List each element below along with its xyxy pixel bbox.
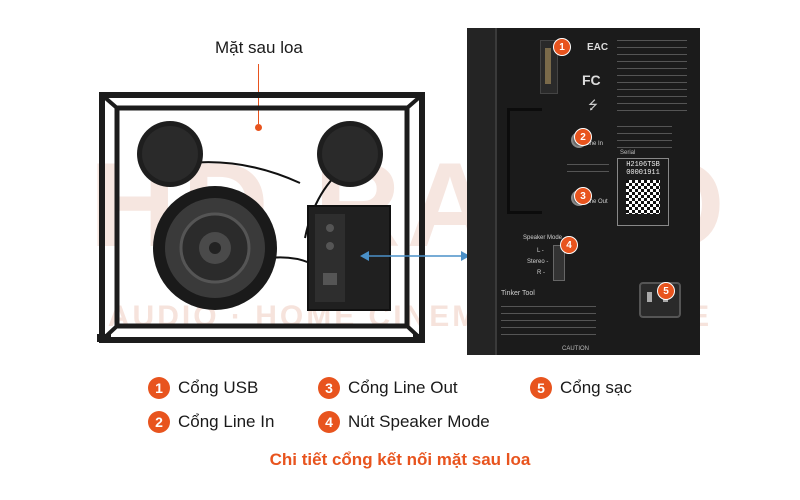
legend-number: 1 [148,377,170,399]
caution-label: CAUTION [562,346,589,352]
legend-charging: 5 Cổng sạc [530,377,632,399]
tinker-tool-label: Tinker Tool [501,290,535,297]
badge-power: 5 [657,282,675,300]
legend-number: 5 [530,377,552,399]
badge-line-in: 2 [574,128,592,146]
legend-number: 4 [318,411,340,433]
serial-number-line1: H2106TSB [626,161,660,169]
speaker-mode-switch [553,245,565,281]
speaker-illustration [97,92,425,343]
legend-label: Cổng Line In [178,412,275,431]
mode-l-label: L - [537,248,544,254]
usb-icon: ⭍ [588,98,598,112]
fcc-logo: FC [582,72,601,88]
mode-stereo-label: Stereo - [527,259,549,265]
legend-usb: 1 Cổng USB [148,377,258,399]
badge-speaker-mode: 4 [560,236,578,254]
legend-number: 3 [318,377,340,399]
serial-number-line2: 00001911 [626,169,660,177]
legend-label: Cổng Line Out [348,378,458,397]
serial-label: Serial [620,150,636,156]
line-out-label: Line Out [585,199,608,205]
legend-speaker-mode: 4 Nút Speaker Mode [318,411,490,433]
qr-code [626,180,660,214]
eac-logo: EAC [587,42,609,53]
callout-label: Mặt sau loa [215,38,303,57]
legend-number: 2 [148,411,170,433]
line-in-label: Line In [585,141,604,147]
legend-label: Cổng sạc [560,378,632,397]
legend-line-out: 3 Cổng Line Out [318,377,458,399]
callout-dot [255,124,262,131]
speaker-mode-label: Speaker Mode [523,235,563,241]
serial-sticker: H2106TSB 00001911 [617,158,669,226]
legend-label: Nút Speaker Mode [348,412,490,431]
badge-usb: 1 [553,38,571,56]
legend-line-in: 2 Cổng Line In [148,411,274,433]
badge-line-out: 3 [574,187,592,205]
legend-label: Cổng USB [178,378,259,397]
connector-arrow [360,251,470,261]
mode-r-label: R - [537,270,545,276]
caption: Chi tiết cổng kết nối mặt sau loa [269,450,531,469]
back-panel-photo: FC EAC ⭍ Line In Line Out Serial H2106TS… [467,28,700,355]
